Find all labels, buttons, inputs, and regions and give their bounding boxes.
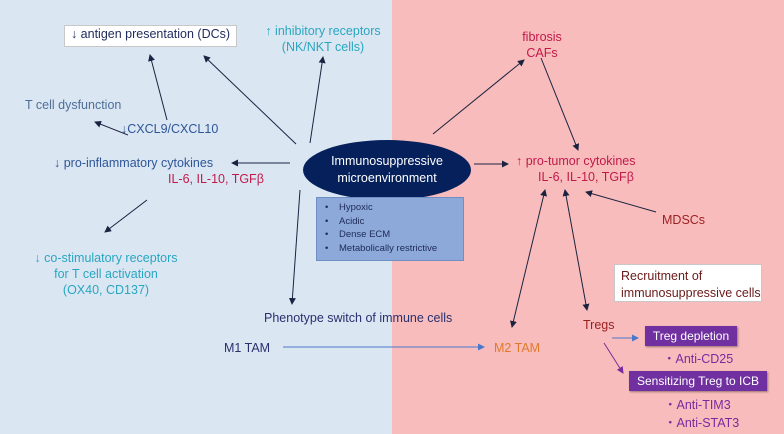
arrow-mdscs-to-protumor (585, 190, 657, 213)
antigen-presentation-label: ↓ antigen presentation (DCs) (70, 27, 231, 41)
inhibitory-receptors-label: ↑ inhibitory receptors (NK/NKT cells) (250, 23, 396, 55)
phenotype-switch-label: Phenotype switch of immune cells (264, 311, 453, 325)
anti-tim3-label: ・Anti-TIM3 (664, 398, 731, 412)
sensitizing-treg-box: Sensitizing Treg to ICB (629, 371, 767, 391)
pro-inflammatory-label: ↓ pro-inflammatory cytokines (54, 156, 214, 170)
arrow-to-costim (104, 199, 148, 233)
m2-tam-label: M2 TAM (494, 341, 541, 355)
pro-tumor-cytokines-label: ↑ pro-tumor cytokines IL-6, IL-10, TGFβ (516, 153, 635, 185)
recruitment-line1: Recruitment of (621, 269, 703, 283)
arrow-cafs-to-protumor (540, 57, 580, 151)
mdscs-label: MDSCs (662, 213, 706, 227)
arrow-to-antigen-from-cxcl (148, 54, 168, 121)
m1-tam-label: M1 TAM (224, 341, 271, 355)
anti-stat3-label: ・Anti-STAT3 (664, 416, 740, 430)
recruitment-box: Recruitment of immunosuppressive cells (614, 264, 762, 302)
left-cytokines-label: IL-6, IL-10, TGFβ (168, 172, 264, 186)
arrow-tregs-to-sensitizing (603, 342, 624, 374)
tregs-label: Tregs (583, 318, 615, 332)
arrow-tregs-protumor (562, 189, 590, 311)
inhibitory-receptors-line2: (NK/NKT cells) (281, 40, 365, 54)
co-stimulatory-line3: (OX40, CD137) (62, 283, 150, 297)
recruitment-line2: immunosuppressive cells (621, 286, 761, 300)
property-item: Metabolically restrictive (325, 242, 463, 256)
pro-tumor-line1: ↑ pro-tumor cytokines (516, 154, 636, 168)
cxcl-label: ↓CXCL9/CXCL10 (121, 122, 219, 136)
fibrosis-cafs-label: fibrosis CAFs (508, 29, 576, 61)
properties-list: Hypoxic Acidic Dense ECM Metabolically r… (317, 198, 463, 255)
arrow-to-fibrosis (432, 59, 525, 135)
arrow-m2-protumor (510, 189, 547, 328)
co-stimulatory-label: ↓ co-stimulatory receptors for T cell ac… (16, 250, 196, 298)
immunosuppressive-microenvironment-node: Immunosuppressive microenvironment (303, 140, 471, 200)
cafs-label: CAFs (526, 46, 558, 60)
property-item: Acidic (325, 215, 463, 229)
co-stimulatory-line2: for T cell activation (54, 267, 158, 281)
arrow-to-phenotype (288, 189, 301, 305)
t-cell-dysfunction-label: T cell dysfunction (25, 98, 122, 112)
center-line1: Immunosuppressive (331, 154, 443, 168)
antigen-presentation-box: ↓ antigen presentation (DCs) (64, 25, 237, 47)
property-item: Dense ECM (325, 228, 463, 242)
co-stimulatory-line1: ↓ co-stimulatory receptors (34, 251, 178, 265)
pro-tumor-line2: IL-6, IL-10, TGFβ (538, 170, 634, 184)
fibrosis-label: fibrosis (522, 30, 562, 44)
microenvironment-properties-box: Hypoxic Acidic Dense ECM Metabolically r… (316, 197, 464, 261)
inhibitory-receptors-line1: ↑ inhibitory receptors (265, 24, 381, 38)
treg-depletion-box: Treg depletion (645, 326, 737, 346)
anti-cd25-label: ・Anti-CD25 (663, 352, 734, 366)
arrow-to-inhibitory (309, 56, 326, 144)
arrow-to-tcell (94, 120, 129, 136)
center-line2: microenvironment (337, 171, 437, 185)
arrow-to-antigen (203, 55, 297, 145)
property-item: Hypoxic (325, 201, 463, 215)
